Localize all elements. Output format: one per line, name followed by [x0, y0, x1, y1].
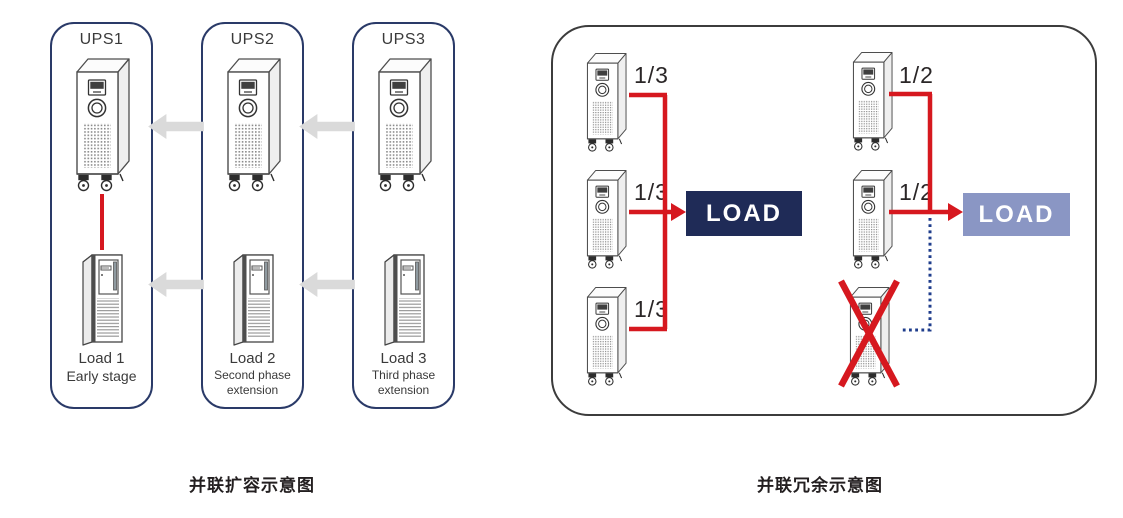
- ups3-tower-icon: [373, 52, 435, 194]
- sharing-ups-2-icon: [583, 165, 629, 271]
- load1-subtitle: Early stage: [66, 368, 137, 384]
- load3-computer-icon: [375, 246, 433, 346]
- share-label-1-3: 1/3: [634, 62, 669, 88]
- ups2-label: UPS2: [230, 31, 275, 48]
- load-box-light: LOAD: [963, 193, 1070, 236]
- left-arrow-icon: [298, 114, 356, 139]
- ups1-to-load1-cable: [99, 194, 104, 250]
- share-label-1-3: 1/3: [634, 296, 669, 322]
- share-label-1-3: 1/3: [634, 179, 669, 205]
- redundant-ups-1-icon: [849, 47, 895, 153]
- ups1-label: UPS1: [79, 31, 124, 48]
- load1-computer-icon: [73, 246, 131, 346]
- load2-computer-icon: [224, 246, 282, 346]
- ups3-label: UPS3: [381, 31, 426, 48]
- left-arrow-icon: [147, 114, 205, 139]
- ups-panel-1: UPS1 Load 1 Early stage: [50, 22, 153, 409]
- load3-subtitle: Third phase extension: [371, 368, 436, 397]
- ups-panel-2: UPS2 Load 2 Second phase extension: [201, 22, 304, 409]
- load2-subtitle: Second phase extension: [214, 368, 291, 397]
- sharing-ups-3-icon: [583, 282, 629, 388]
- ups1-tower-icon: [71, 52, 133, 194]
- load-box-dark: LOAD: [686, 191, 802, 236]
- ups-panel-3: UPS3 Load 3 Third phase extension: [352, 22, 455, 409]
- redundant-ups-2-icon: [849, 165, 895, 271]
- sharing-ups-1-icon: [583, 48, 629, 154]
- load3-title: Load 3: [380, 350, 427, 367]
- load1-title: Load 1: [78, 350, 125, 367]
- share-label-1-2: 1/2: [899, 62, 934, 88]
- load2-title: Load 2: [229, 350, 276, 367]
- left-arrow-icon: [298, 272, 356, 297]
- ups2-tower-icon: [222, 52, 284, 194]
- right-diagram-caption: 并联冗余示意图: [757, 476, 883, 495]
- failed-ups-icon: [846, 282, 892, 388]
- share-label-1-2: 1/2: [899, 179, 934, 205]
- left-diagram-caption: 并联扩容示意图: [189, 476, 315, 495]
- left-arrow-icon: [147, 272, 205, 297]
